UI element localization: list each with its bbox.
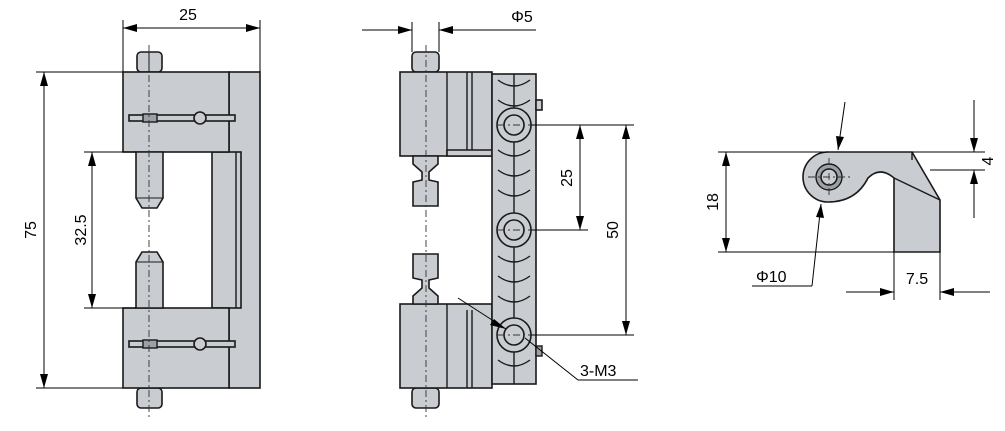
side-top-pin-shaft [412,155,439,207]
front-bottom-block [122,307,230,389]
front-bottom-screw [142,339,158,349]
dim-threads: 3-M3 [580,363,617,380]
top-view: 18 4 Φ10 7.5 [705,100,997,300]
front-bottom-pin-shaft [135,251,164,309]
front-bottom-ball [193,337,207,351]
front-bottom-pin-head [136,387,163,409]
side-bottom-pin-head [411,387,440,409]
dim-pitch: 25 [559,169,576,187]
dim-top-offset: 4 [980,156,997,165]
dim-bore: Φ10 [756,269,787,286]
front-top-block [122,71,230,153]
dim-height: 75 [23,221,40,239]
dim-top-width: 7.5 [906,271,928,288]
dim-pin-diameter: Φ5 [511,9,533,26]
dim-gap: 32.5 [73,214,90,245]
side-top-pin-head [411,51,440,73]
front-bottom-slot [128,340,236,348]
dim-span: 50 [605,221,622,239]
side-view: Φ5 25 50 3-M3 [362,9,638,420]
front-top-pin-shaft [135,151,164,209]
front-top-ball [193,111,207,125]
side-bottom-block [399,303,493,389]
front-view: 25 75 32.5 [23,7,261,420]
front-top-slot [128,114,236,122]
front-top-screw [142,113,158,123]
dim-top-height: 18 [705,193,722,211]
side-bottom-pin-shaft [412,253,439,305]
side-top-block [399,71,493,157]
dim-width: 25 [179,7,197,24]
